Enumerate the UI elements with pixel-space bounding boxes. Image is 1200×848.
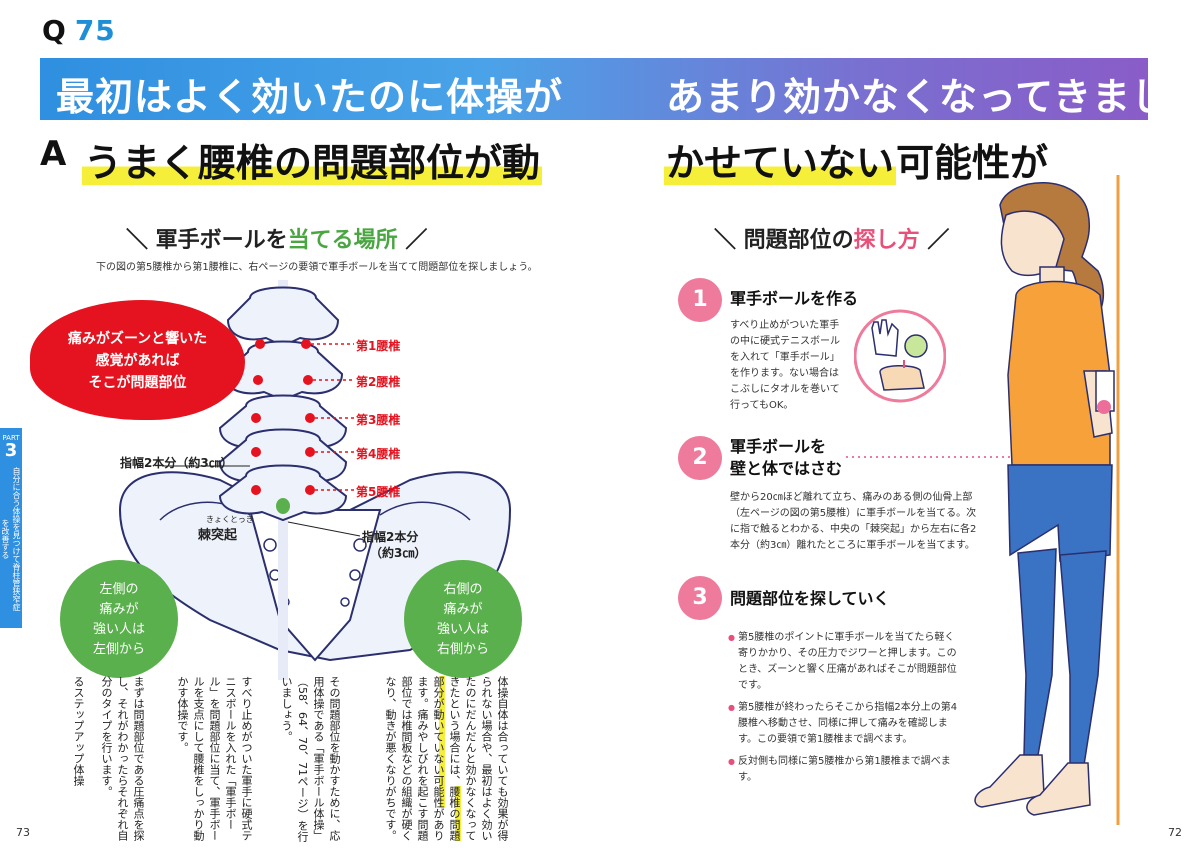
- right-section-title: ＼ 問題部位の探し方 ／: [714, 222, 949, 254]
- right-title-pre: ＼ 問題部位の: [714, 228, 854, 253]
- question-right: あまり効かなくなってきました: [666, 75, 1200, 119]
- body-text-5: まずは問題部位である圧痛点を探し、それがわかったらそれぞれ自分のタイプを行います…: [100, 676, 145, 841]
- body-text-6: るステップアップ体操: [72, 676, 85, 786]
- body-text-4: すべり止めがついた軍手に硬式テニスボールを入れた「軍手ボール」を問題部位に当て、…: [176, 676, 253, 841]
- right-title-highlight: 探し方: [853, 228, 920, 253]
- step-2-body: 壁から20㎝ほど離れて立ち、痛みのある側の仙骨上部（左ページの図の第5腰椎）に軍…: [730, 492, 977, 551]
- part-number: 3: [4, 440, 18, 461]
- pain-line-1: 痛みがズーンと響いた: [67, 331, 208, 347]
- left-side-circle: 左側の 痛みが 強い人は 左側から: [60, 560, 178, 678]
- left-circle-line-3: 強い人は: [92, 622, 145, 637]
- answer-left: うまく腰椎の問題部位が動: [82, 132, 543, 187]
- page-number-left: 73: [16, 826, 30, 839]
- right-circle-line-3: 強い人は: [436, 622, 489, 637]
- finger-width-right-1: 指幅2本分: [362, 530, 419, 544]
- step-3-bullet-2: 第5腰椎が終わったらそこから指幅2本分上の第4腰椎へ移動させ、同様に押して痛みを…: [728, 700, 964, 748]
- step-3-bullets: 第5腰椎のポイントに軍手ボールを当てたら軽く寄りかかり、その圧力でジワーと押しま…: [728, 630, 964, 786]
- answer-letter: A: [40, 134, 67, 174]
- body-text-3: その問題部位を動かすために、応用体操である「軍手ボール体操」（58、64、70、…: [280, 676, 341, 842]
- spinous-label: 棘突起: [198, 528, 238, 543]
- right-circle-line-1: 右側の: [443, 582, 483, 597]
- answer-right: かせていない可能性が: [664, 132, 1048, 187]
- finger-width-left: 指幅2本分（約3㎝）: [120, 456, 233, 470]
- left-circle-line-1: 左側の: [99, 582, 139, 597]
- lumbar-3-label: 第3腰椎: [356, 413, 401, 427]
- question-banner: 最初はよく効いたのに体操が あまり効かなくなってきました: [40, 58, 1200, 120]
- q-prefix: Q: [42, 14, 67, 47]
- step-1-number: 1: [678, 278, 722, 322]
- right-side-circle: 右側の 痛みが 強い人は 右側から: [404, 560, 522, 678]
- step-1-body: すべり止めがついた軍手の中に硬式テニスボールを入れて「軍手ボール」を作ります。な…: [730, 320, 840, 411]
- step-1-title: 軍手ボールを作る: [730, 289, 859, 308]
- left-title-highlight: 当てる場所: [287, 228, 398, 253]
- step-3-title: 問題部位を探していく: [730, 589, 890, 608]
- step-2-number: 2: [678, 436, 722, 480]
- right-title-post: ／: [919, 228, 950, 253]
- lumbar-1-label: 第1腰椎: [356, 339, 401, 353]
- right-circle-line-4: 右側から: [436, 642, 489, 657]
- lumbar-2-label: 第2腰椎: [356, 375, 401, 389]
- part-tab: PART 3 自分に合う体操を見つけて脊柱管狭窄症を改善する: [0, 428, 22, 628]
- answer-right-rest: 可能性が: [896, 141, 1049, 185]
- right-circle-line-2: 痛みが: [443, 602, 483, 617]
- lumbar-4-label: 第4腰椎: [356, 447, 401, 461]
- answer-left-text: うまく腰椎の問題部位が動: [82, 141, 543, 185]
- pain-callout: 痛みがズーンと響いた 感覚があれば そこが問題部位: [30, 300, 245, 420]
- finger-width-right-2: （約3㎝）: [370, 546, 427, 560]
- step-3-number: 3: [678, 576, 722, 620]
- left-circle-line-4: 左側から: [92, 642, 145, 657]
- lumbar-5-label: 第5腰椎: [356, 485, 401, 499]
- left-section-title: ＼ 軍手ボールを当てる場所 ／: [126, 222, 427, 254]
- body-text-2: があります。痛みやしびれを起こす問題部位では椎間板などの組織が硬くなり、動きが悪…: [384, 676, 445, 841]
- step-3-bullet-1: 第5腰椎のポイントに軍手ボールを当てたら軽く寄りかかり、その圧力でジワーと押しま…: [728, 630, 964, 694]
- left-title-post: ／: [397, 228, 428, 253]
- left-circle-line-2: 痛みが: [99, 602, 139, 617]
- woman-illustration: [974, 175, 1120, 825]
- step-3-bullet-3: 反対側も同様に第5腰椎から第1腰椎まで調べます。: [728, 754, 964, 786]
- step-2-title-2: 壁と体ではさむ: [730, 459, 843, 478]
- part-description: 自分に合う体操を見つけて脊柱管狭窄症を改善する: [1, 467, 21, 611]
- spine-illustration: [118, 280, 512, 680]
- page-number-right: 72: [1168, 826, 1182, 839]
- pain-line-2: 感覚があれば: [95, 353, 180, 369]
- left-intro: 下の図の第5腰椎から第1腰椎に、右ページの要領で軍手ボールを当てて問題部位を探し…: [96, 262, 538, 273]
- body-text-1: 体操自体は合っていても効果が得られない場合や、最初はよく効いたのにだんだんと効か…: [448, 676, 509, 841]
- pain-line-3: そこが問題部位: [88, 375, 187, 391]
- left-title-pre: ＼ 軍手ボールを: [126, 228, 288, 253]
- q-number: 75: [74, 14, 116, 47]
- step-2-title-1: 軍手ボールを: [730, 437, 827, 456]
- part-label: PART: [2, 434, 20, 442]
- spinous-ruby: きょくとっき: [206, 515, 254, 524]
- glove-ball-illustration: [854, 309, 946, 403]
- answer-right-highlight: かせていない: [664, 141, 897, 185]
- left-body-text: 体操自体は合っていても効果が得られない場合や、最初はよく効いたのにだんだんと効か…: [70, 676, 510, 844]
- question-left: 最初はよく効いたのに体操が: [56, 75, 564, 119]
